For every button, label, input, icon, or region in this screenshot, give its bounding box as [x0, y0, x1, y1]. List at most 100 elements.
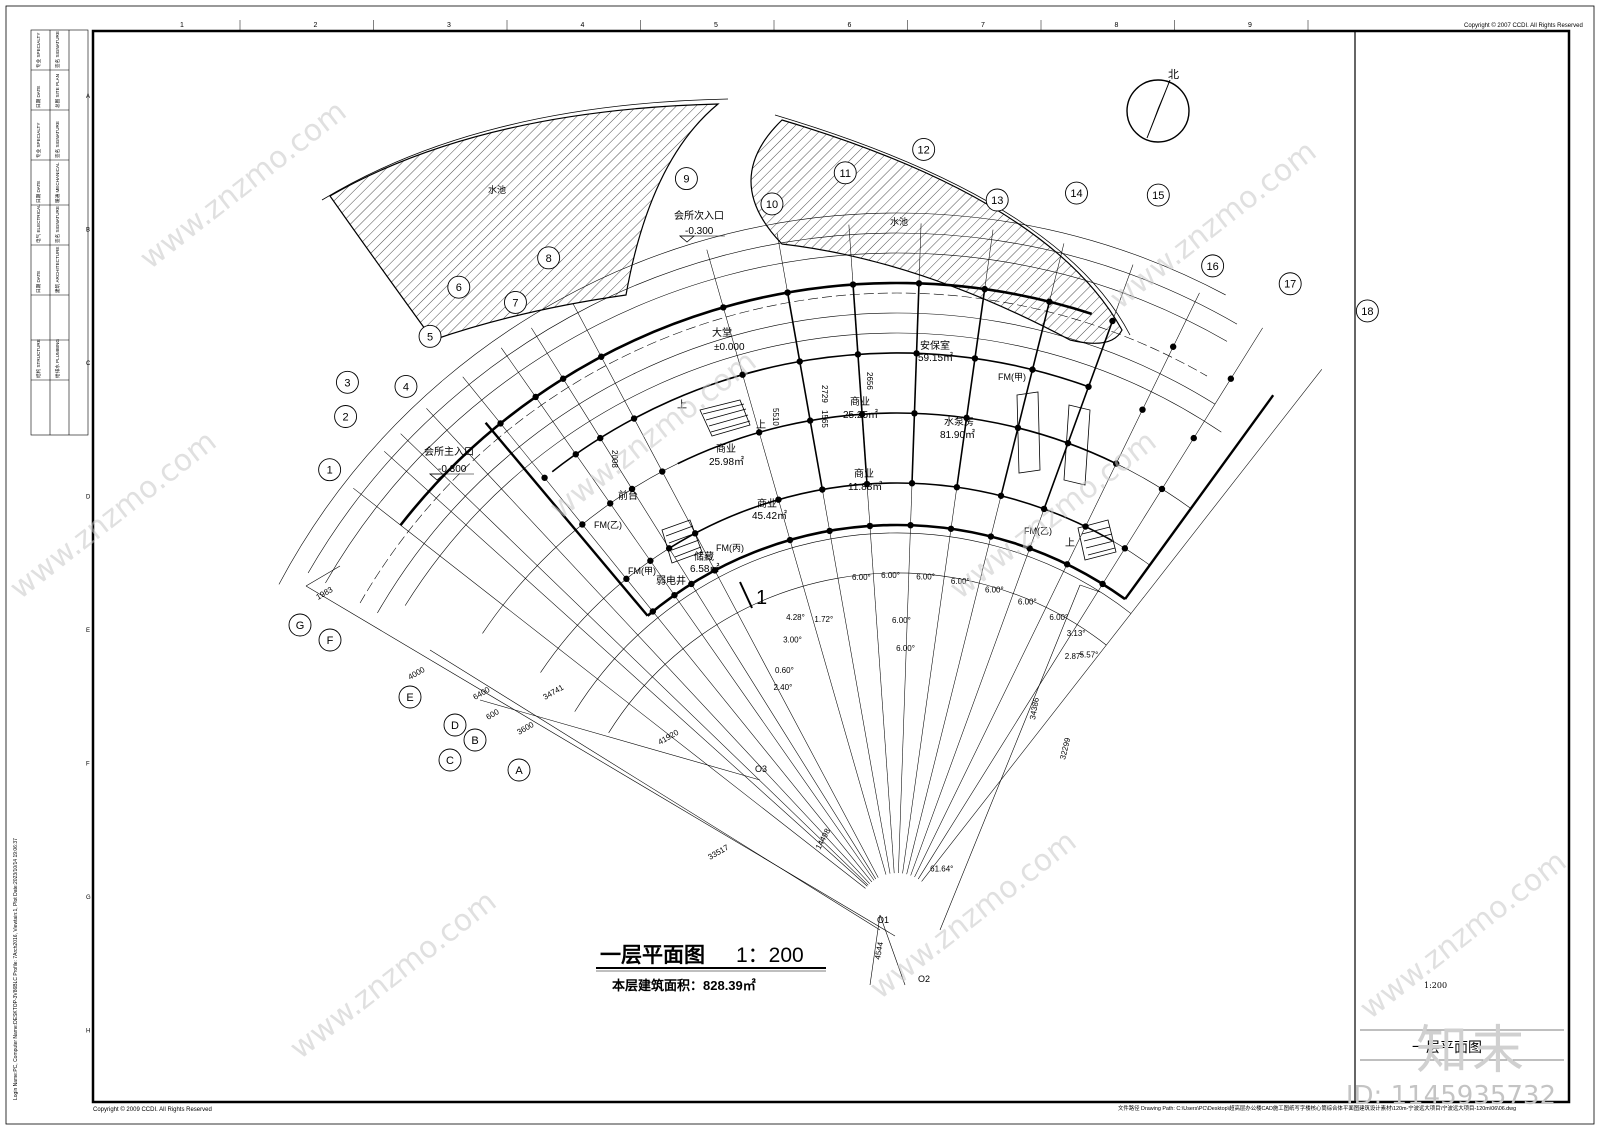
- watermark-6: www.znzmo.com: [283, 884, 503, 1066]
- signature-block: [30, 29, 89, 436]
- column-dot: [953, 483, 961, 491]
- fire-door-labels: FM(甲) FM(乙) FM(乙) FM(丙) FM(甲): [594, 372, 1052, 576]
- column-number: 6: [848, 22, 852, 29]
- wall-radial: [852, 284, 868, 485]
- radial-grid-line: [501, 347, 875, 881]
- signature-label: 结构 STRUCTURE: [35, 339, 42, 378]
- radial-grid-line: [531, 327, 877, 880]
- entrance-main-name: 会所主入口: [424, 445, 474, 458]
- pool-left-label: 水池: [488, 184, 506, 195]
- column-dot: [649, 608, 657, 615]
- radial-axis-label: 12: [918, 144, 930, 156]
- arc-axis-label: B: [471, 735, 478, 747]
- row-letter: G: [86, 895, 91, 901]
- arc-axis-label: G: [296, 620, 305, 632]
- column-dot: [623, 575, 630, 583]
- row-letter: E: [86, 628, 90, 634]
- arc-axis-bubble: [443, 713, 467, 737]
- arc-grid-line: [377, 312, 1216, 614]
- angle-label: 6.00°: [881, 571, 900, 580]
- north-label: 北: [1168, 68, 1179, 81]
- wall-radial: [1124, 394, 1275, 600]
- signature-label: 总图 SITE PLAN: [54, 74, 61, 108]
- signature-label: 签名 SIGNATURE: [54, 31, 61, 68]
- column-dot: [866, 522, 874, 530]
- titleblock-scale: 1:200: [1424, 981, 1447, 990]
- column-dot: [915, 280, 923, 287]
- stairs: [661, 391, 1117, 564]
- fire-door-5: FM(甲): [628, 566, 656, 576]
- column-dot: [1112, 460, 1120, 467]
- angle-label: 2.87°: [1065, 652, 1084, 661]
- wall-radial: [1043, 320, 1114, 510]
- arc-grid-line: [359, 292, 1208, 604]
- radial-grid-line: [914, 292, 1200, 878]
- column-dot: [598, 353, 605, 360]
- column-dot: [796, 358, 803, 365]
- column-dot: [628, 485, 636, 493]
- row-letter: C: [86, 361, 91, 367]
- dimension-label: 33517: [707, 843, 731, 862]
- radial-grid-lines: [353, 223, 1323, 889]
- column-dot: [997, 492, 1005, 499]
- center-o1: O1: [877, 915, 889, 925]
- signature-label: 专业 SPECIALTY: [35, 123, 42, 158]
- room-storage-name: 储藏: [694, 550, 714, 563]
- dimension-label: 2656: [865, 372, 874, 390]
- signature-label: 给排水 PLUMBING: [54, 339, 61, 378]
- wall-arc: [399, 281, 1093, 526]
- arc-axis-bubble: [438, 748, 462, 772]
- room-storage-value: 6.58㎡: [690, 563, 719, 575]
- column-dot: [775, 496, 782, 503]
- column-dot: [597, 434, 604, 442]
- room-shop1-value: 25.25㎡: [843, 409, 878, 421]
- radial-axis-bubble: [418, 324, 442, 348]
- column-dot: [1190, 434, 1197, 442]
- radial-axis-bubble: [1065, 181, 1088, 205]
- room-reception-name: 前台: [618, 489, 638, 502]
- room-lobby-name: 大堂: [712, 326, 732, 339]
- column-dot: [1121, 545, 1129, 552]
- column-dot: [739, 371, 746, 378]
- column-dot: [1063, 561, 1071, 568]
- radial-grid-line: [917, 327, 1263, 880]
- column-dot: [981, 285, 988, 293]
- radial-axis-label: 17: [1284, 279, 1296, 291]
- room-pump-name: 水泵房: [944, 415, 974, 428]
- center-o2: O2: [918, 974, 930, 984]
- entrance-secondary-level: -0.300: [685, 226, 714, 237]
- column-dot: [607, 500, 614, 507]
- column-dot: [1046, 298, 1053, 305]
- room-weak-current-name: 弱电井: [656, 574, 686, 587]
- radial-axis-label: 7: [512, 297, 518, 309]
- entrance-main-level: -0.300: [438, 464, 467, 475]
- radial-axis-bubble: [674, 167, 698, 191]
- angle-label: 4.28°: [786, 613, 805, 622]
- radial-axis-label: 14: [1070, 188, 1082, 200]
- radial-axis-bubble: [447, 275, 471, 299]
- dimension-lines: [305, 565, 1101, 986]
- column-dot: [665, 545, 673, 552]
- column-dot: [711, 567, 719, 574]
- angle-label: 6.00°: [896, 644, 915, 653]
- wall-radial: [956, 289, 986, 488]
- wall-arc: [551, 352, 1089, 473]
- wall-arc: [677, 412, 1117, 465]
- column-number: 4: [581, 22, 585, 29]
- entrance-secondary-name: 会所次入口: [674, 209, 724, 222]
- radial-axis-bubble: [335, 370, 359, 394]
- angle-labels: 6.00°6.00°6.00°6.00°6.00°6.00°6.00°6.00°…: [774, 571, 1099, 873]
- column-dot: [784, 289, 791, 296]
- radial-axis-bubble: [1278, 272, 1302, 296]
- arc-grid-line: [278, 212, 1226, 585]
- angle-label: 3.13°: [1067, 629, 1086, 638]
- radial-axis-label: 16: [1207, 261, 1219, 273]
- column-dot: [1040, 505, 1048, 513]
- pool-right: [750, 119, 1123, 344]
- signature-label: 暖通 MECHANICAL: [54, 162, 61, 203]
- column-dot: [1169, 343, 1177, 350]
- column-dot: [786, 536, 794, 544]
- drawing-scale: 1：200: [736, 944, 804, 967]
- room-shop2-value: 25.98㎡: [709, 456, 744, 468]
